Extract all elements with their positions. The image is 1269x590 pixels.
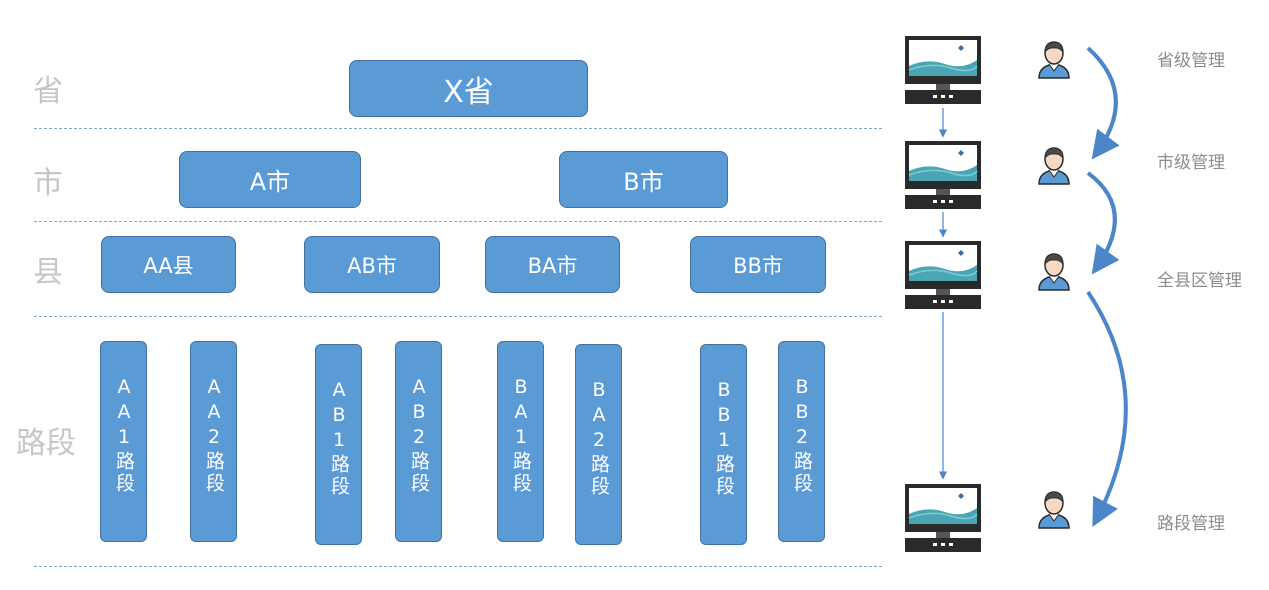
node-city-a: A市 xyxy=(179,151,361,208)
level-label-city: 市 xyxy=(33,166,63,201)
level-label-province: 省 xyxy=(33,74,63,109)
user-icon-province xyxy=(1038,41,1070,79)
node-road-aa2: AA2路段 xyxy=(190,341,237,542)
computer-icon-city xyxy=(904,140,982,210)
node-province: X省 xyxy=(349,60,588,117)
divider-county-road xyxy=(34,316,882,317)
divider-province-city xyxy=(34,128,882,129)
computer-icon-road xyxy=(904,483,982,553)
node-road-bb1: BB1路段 xyxy=(700,344,747,545)
user-icon-city xyxy=(1038,147,1070,185)
node-city-b: B市 xyxy=(559,151,728,208)
node-road-ab2: AB2路段 xyxy=(395,341,442,542)
node-county-ba: BA市 xyxy=(485,236,620,293)
management-label-county: 全县区管理 xyxy=(1157,271,1242,291)
node-county-bb: BB市 xyxy=(690,236,826,293)
management-label-city: 市级管理 xyxy=(1157,153,1225,173)
node-county-aa: AA县 xyxy=(101,236,236,293)
divider-city-county xyxy=(34,221,882,222)
node-road-bb2: BB2路段 xyxy=(778,341,825,542)
computer-icon-county xyxy=(904,240,982,310)
management-label-road: 路段管理 xyxy=(1157,514,1225,534)
user-icon-county xyxy=(1038,253,1070,291)
node-road-ab1: AB1路段 xyxy=(315,344,362,545)
computer-icon-province xyxy=(904,35,982,105)
level-label-county: 县 xyxy=(33,255,63,290)
node-road-ba2: BA2路段 xyxy=(575,344,622,545)
divider-bottom xyxy=(34,566,882,567)
user-icon-road xyxy=(1038,491,1070,529)
level-label-road: 路段 xyxy=(16,426,76,461)
node-county-ab: AB市 xyxy=(304,236,440,293)
node-road-aa1: AA1路段 xyxy=(100,341,147,542)
node-road-ba1: BA1路段 xyxy=(497,341,544,542)
management-label-province: 省级管理 xyxy=(1157,51,1225,71)
